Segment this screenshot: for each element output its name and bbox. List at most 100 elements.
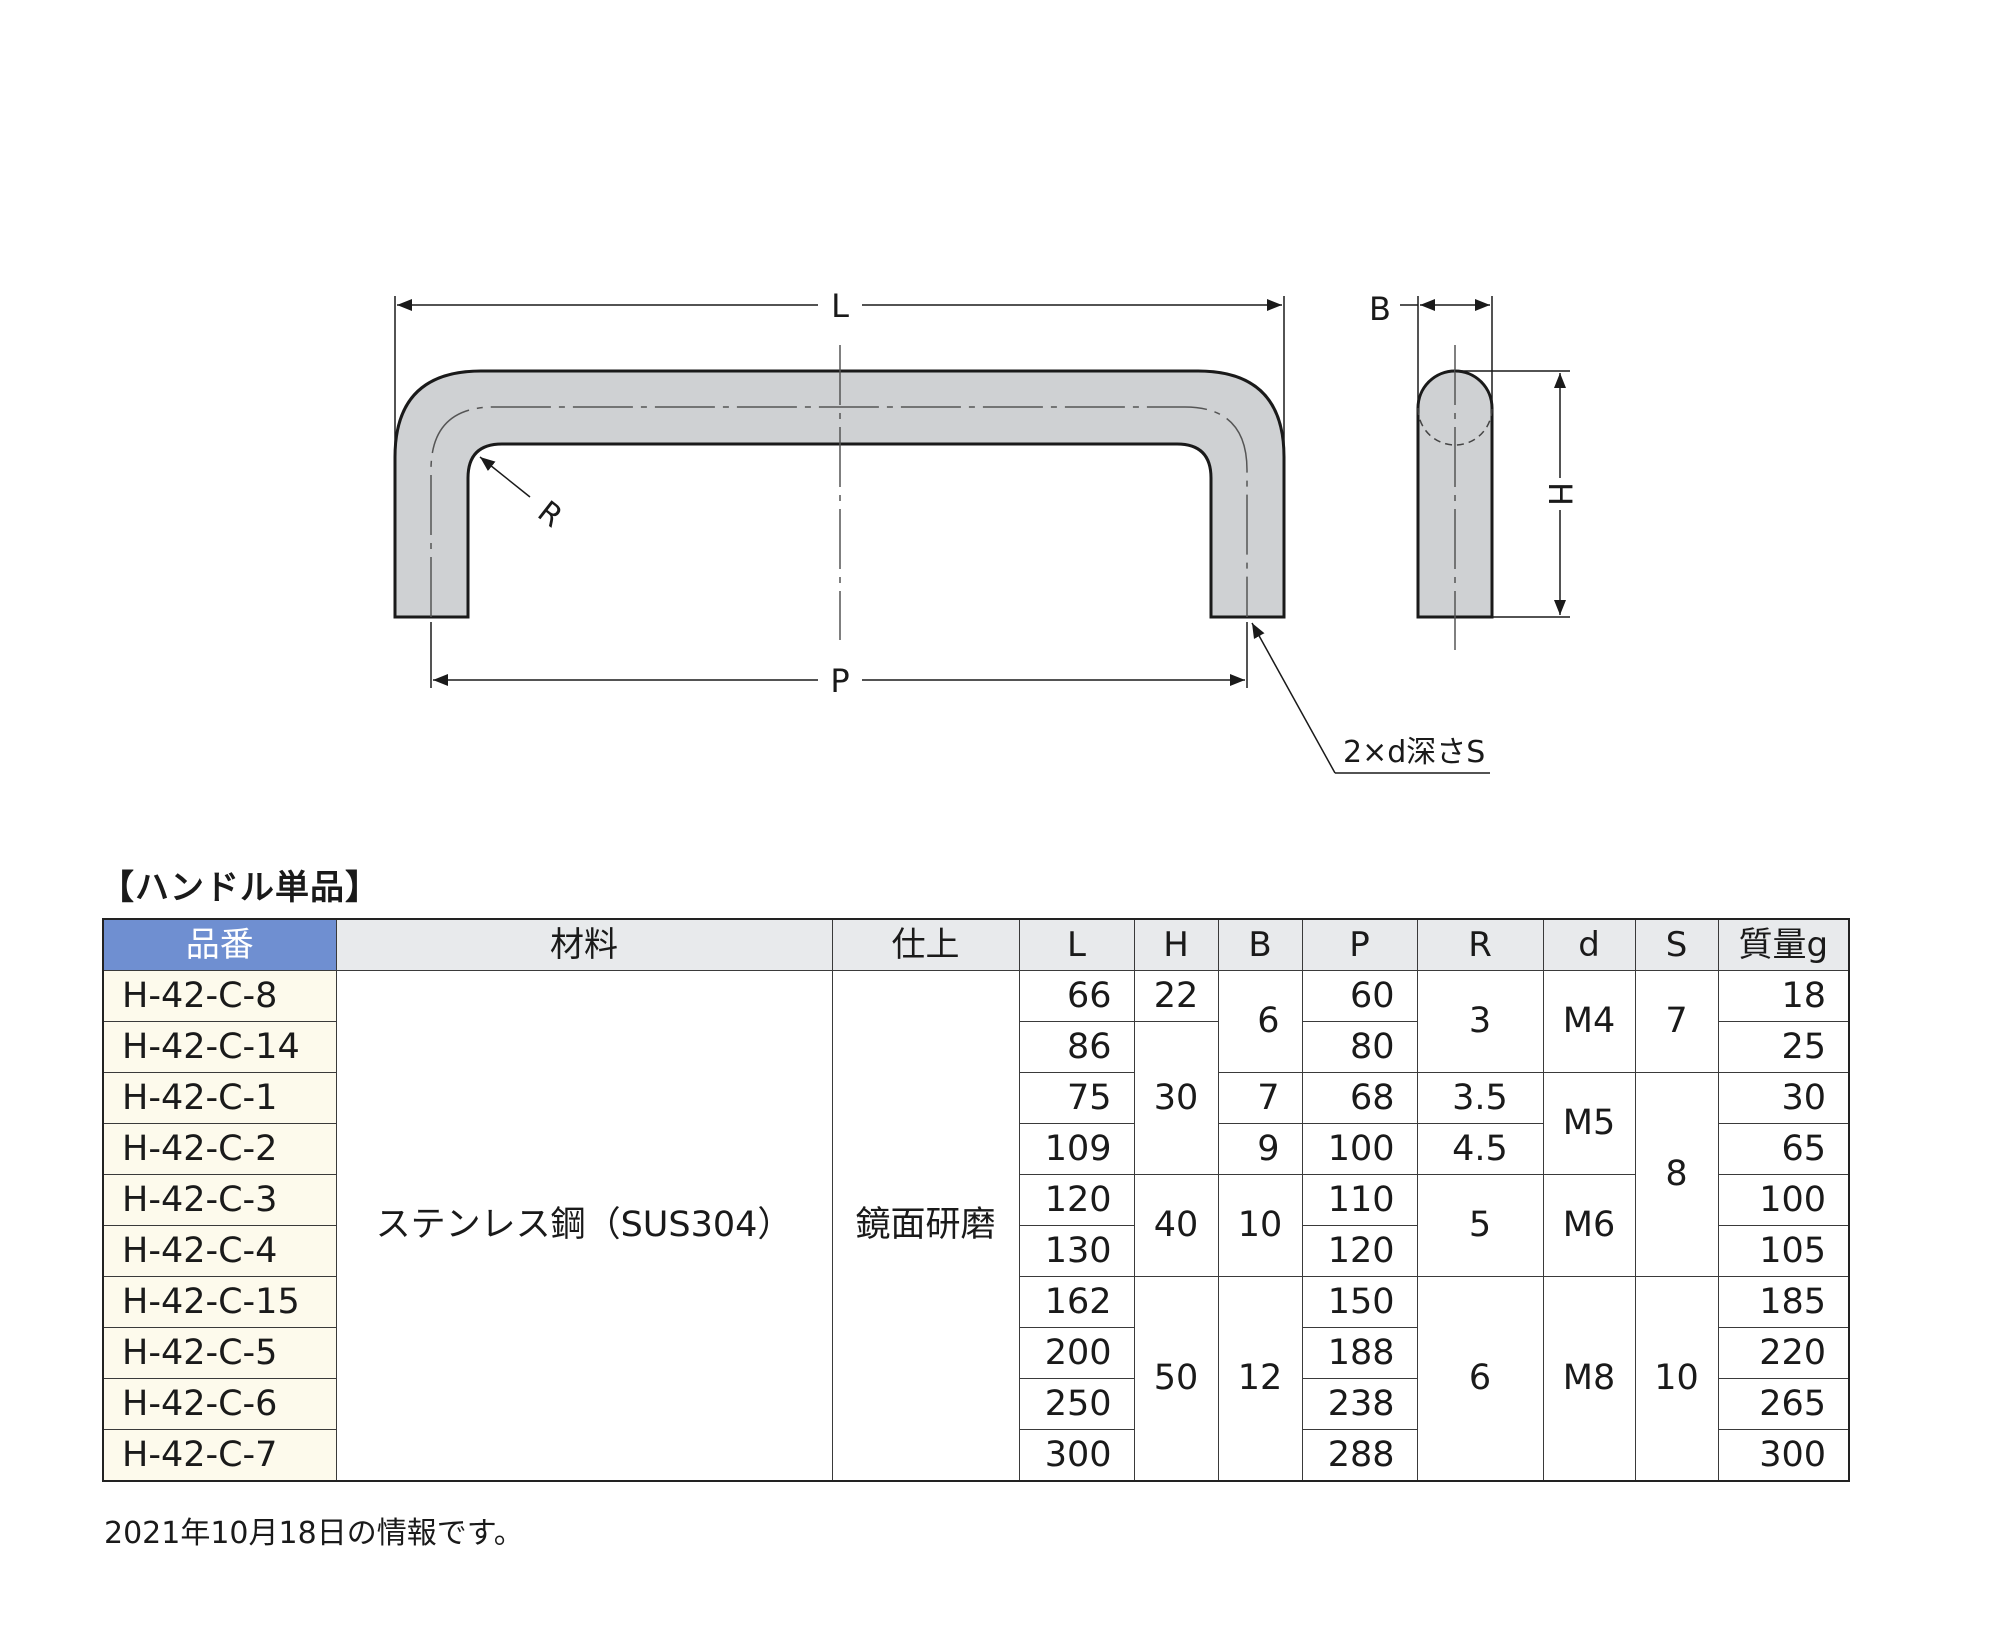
handle-side-view xyxy=(1416,345,1494,650)
dimension-P: P xyxy=(430,622,1248,700)
dimension-B: B xyxy=(1369,290,1493,405)
table-header-row: 品番 材料 仕上 L H B P R d S 質量g xyxy=(102,918,1850,971)
table-row: H-42-C-4 130 120 105 xyxy=(102,1225,1850,1277)
table-row: H-42-C-2 109 9 100 4.5 65 xyxy=(102,1123,1850,1175)
label-R: R xyxy=(531,494,569,534)
L-cell: 250 xyxy=(1018,1378,1135,1430)
R-cell: 3 xyxy=(1416,970,1544,1073)
L-cell: 200 xyxy=(1018,1327,1135,1379)
P-cell: 288 xyxy=(1301,1429,1418,1482)
header-S: S xyxy=(1634,918,1719,971)
H-cell: 22 xyxy=(1133,970,1219,1022)
P-cell: 60 xyxy=(1301,970,1418,1022)
d-cell: M4 xyxy=(1542,970,1636,1073)
dimension-R: R xyxy=(479,456,569,535)
section-title: 【ハンドル単品】 xyxy=(100,868,380,908)
mass-cell: 265 xyxy=(1717,1378,1850,1430)
part-number: H-42-C-1 xyxy=(102,1072,337,1124)
d-cell: M6 xyxy=(1542,1174,1636,1277)
part-number: H-42-C-14 xyxy=(102,1021,337,1073)
P-cell: 150 xyxy=(1301,1276,1418,1328)
R-cell: 4.5 xyxy=(1416,1123,1544,1175)
L-cell: 75 xyxy=(1018,1072,1135,1124)
mass-cell: 300 xyxy=(1717,1429,1850,1482)
mass-cell: 30 xyxy=(1717,1072,1850,1124)
header-material: 材料 xyxy=(335,918,833,971)
R-cell: 3.5 xyxy=(1416,1072,1544,1124)
header-d: d xyxy=(1542,918,1636,971)
label-P: P xyxy=(830,662,849,700)
part-number: H-42-C-15 xyxy=(102,1276,337,1328)
label-L: L xyxy=(831,287,849,325)
table-row: H-42-C-6 250 238 265 xyxy=(102,1378,1850,1430)
B-cell: 7 xyxy=(1217,1072,1303,1124)
dimension-H: H xyxy=(1455,370,1579,618)
part-number: H-42-C-5 xyxy=(102,1327,337,1379)
L-cell: 86 xyxy=(1018,1021,1135,1073)
header-L: L xyxy=(1018,918,1135,971)
part-number: H-42-C-8 xyxy=(102,970,337,1022)
header-R: R xyxy=(1416,918,1544,971)
table-row: H-42-C-15 162 50 12 150 6 M8 10 185 xyxy=(102,1276,1850,1482)
P-cell: 238 xyxy=(1301,1378,1418,1430)
header-mass: 質量g xyxy=(1717,918,1850,971)
handle-drawing: L P R 2×d深さS B H xyxy=(393,287,1579,774)
mass-cell: 105 xyxy=(1717,1225,1850,1277)
L-cell: 162 xyxy=(1018,1276,1135,1328)
finish-cell: 鏡面研磨 xyxy=(831,970,1020,1482)
table-row: H-42-C-8 ステンレス鋼（SUS304） 鏡面研磨 66 22 6 60 … xyxy=(102,970,1850,1482)
P-cell: 120 xyxy=(1301,1225,1418,1277)
mass-cell: 65 xyxy=(1717,1123,1850,1175)
header-finish: 仕上 xyxy=(831,918,1020,971)
H-cell: 40 xyxy=(1133,1174,1219,1277)
L-cell: 109 xyxy=(1018,1123,1135,1175)
part-number: H-42-C-3 xyxy=(102,1174,337,1226)
P-cell: 188 xyxy=(1301,1327,1418,1379)
mass-cell: 185 xyxy=(1717,1276,1850,1328)
L-cell: 66 xyxy=(1018,970,1135,1022)
L-cell: 130 xyxy=(1018,1225,1135,1277)
P-cell: 80 xyxy=(1301,1021,1418,1073)
d-cell: M8 xyxy=(1542,1276,1636,1482)
B-cell: 9 xyxy=(1217,1123,1303,1175)
R-cell: 5 xyxy=(1416,1174,1544,1277)
dimension-L: L xyxy=(394,287,1285,460)
B-cell: 10 xyxy=(1217,1174,1303,1277)
part-number: H-42-C-6 xyxy=(102,1378,337,1430)
footnote: 2021年10月18日の情報です。 xyxy=(104,1516,524,1551)
d-cell: M5 xyxy=(1542,1072,1636,1175)
label-B: B xyxy=(1369,290,1391,328)
S-cell: 7 xyxy=(1634,970,1719,1073)
mass-cell: 220 xyxy=(1717,1327,1850,1379)
header-P: P xyxy=(1301,918,1418,971)
label-H: H xyxy=(1541,482,1579,506)
label-hole-note: 2×d深さS xyxy=(1343,735,1485,770)
material-cell: ステンレス鋼（SUS304） xyxy=(335,970,833,1482)
L-cell: 120 xyxy=(1018,1174,1135,1226)
spec-table: 品番 材料 仕上 L H B P R d S 質量g H-42-C-8 ステンレ… xyxy=(102,918,1850,1482)
table-row: H-42-C-3 120 40 10 110 5 M6 100 xyxy=(102,1174,1850,1277)
mass-cell: 25 xyxy=(1717,1021,1850,1073)
mass-cell: 100 xyxy=(1717,1174,1850,1226)
table-row: H-42-C-14 86 30 80 25 xyxy=(102,1021,1850,1175)
P-cell: 110 xyxy=(1301,1174,1418,1226)
header-part-no: 品番 xyxy=(102,918,337,971)
table-row: H-42-C-1 75 7 68 3.5 M5 8 30 xyxy=(102,1072,1850,1277)
header-B: B xyxy=(1217,918,1303,971)
R-cell: 6 xyxy=(1416,1276,1544,1482)
part-number: H-42-C-7 xyxy=(102,1429,337,1482)
H-cell: 50 xyxy=(1133,1276,1219,1482)
hole-note: 2×d深さS xyxy=(1251,622,1490,774)
header-H: H xyxy=(1133,918,1219,971)
H-cell: 30 xyxy=(1133,1021,1219,1175)
L-cell: 300 xyxy=(1018,1429,1135,1482)
B-cell: 12 xyxy=(1217,1276,1303,1482)
B-cell: 6 xyxy=(1217,970,1303,1073)
P-cell: 68 xyxy=(1301,1072,1418,1124)
P-cell: 100 xyxy=(1301,1123,1418,1175)
S-cell: 8 xyxy=(1634,1072,1719,1277)
mass-cell: 18 xyxy=(1717,970,1850,1022)
handle-front-view xyxy=(393,345,1286,640)
part-number: H-42-C-4 xyxy=(102,1225,337,1277)
table-row: H-42-C-7 300 288 300 xyxy=(102,1429,1850,1482)
